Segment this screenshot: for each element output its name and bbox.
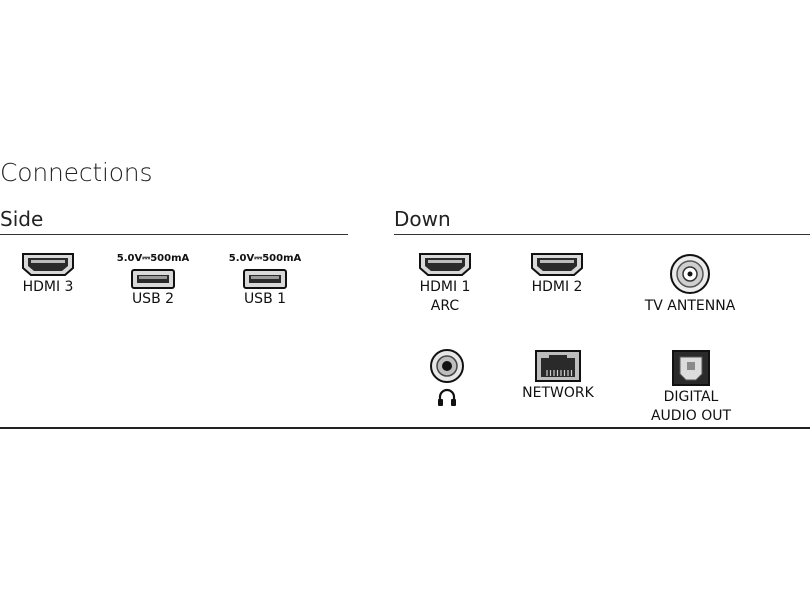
ethernet-icon [535, 350, 581, 382]
port-label-line1: HDMI 1 [419, 279, 471, 295]
port-digital-audio-out: DIGITAL AUDIO OUT [636, 350, 746, 426]
port-tv-antenna: TV ANTENNA [630, 253, 750, 316]
port-label-line2: ARC [430, 298, 460, 314]
section-divider-down [394, 234, 810, 235]
section-label-side: Side [0, 207, 44, 231]
port-usb1: 5.0V⎓500mA USB 1 [220, 253, 310, 309]
port-label: TV ANTENNA [644, 298, 736, 314]
page-title: Connections [0, 158, 153, 187]
headphone-jack-icon [430, 349, 464, 383]
port-hdmi2: HDMI 2 [522, 250, 592, 297]
port-usb2: 5.0V⎓500mA USB 2 [108, 253, 198, 309]
port-network: NETWORK [512, 350, 604, 403]
usb-icon [243, 269, 287, 289]
port-spec: 5.0V⎓500mA [116, 253, 190, 264]
port-label: USB 1 [243, 291, 287, 307]
usb-icon [131, 269, 175, 289]
port-label: HDMI 2 [531, 279, 583, 295]
port-hdmi1-arc: HDMI 1 ARC [410, 250, 480, 316]
bottom-divider [0, 427, 810, 429]
antenna-coax-icon [670, 254, 710, 294]
optical-audio-icon [672, 350, 710, 386]
hdmi-icon [22, 253, 74, 276]
port-spec: 5.0V⎓500mA [228, 253, 302, 264]
port-hdmi3: HDMI 3 [14, 250, 82, 297]
section-label-down: Down [394, 207, 451, 231]
section-divider-side [0, 234, 348, 235]
port-label: NETWORK [522, 385, 594, 401]
port-label: HDMI 3 [22, 279, 74, 295]
headphone-icon [438, 388, 456, 406]
port-label-line1: DIGITAL [663, 389, 719, 405]
port-label-line2: AUDIO OUT [650, 408, 732, 424]
hdmi-icon [419, 253, 471, 276]
port-headphone [424, 348, 470, 407]
port-label: USB 2 [131, 291, 175, 307]
hdmi-icon [531, 253, 583, 276]
